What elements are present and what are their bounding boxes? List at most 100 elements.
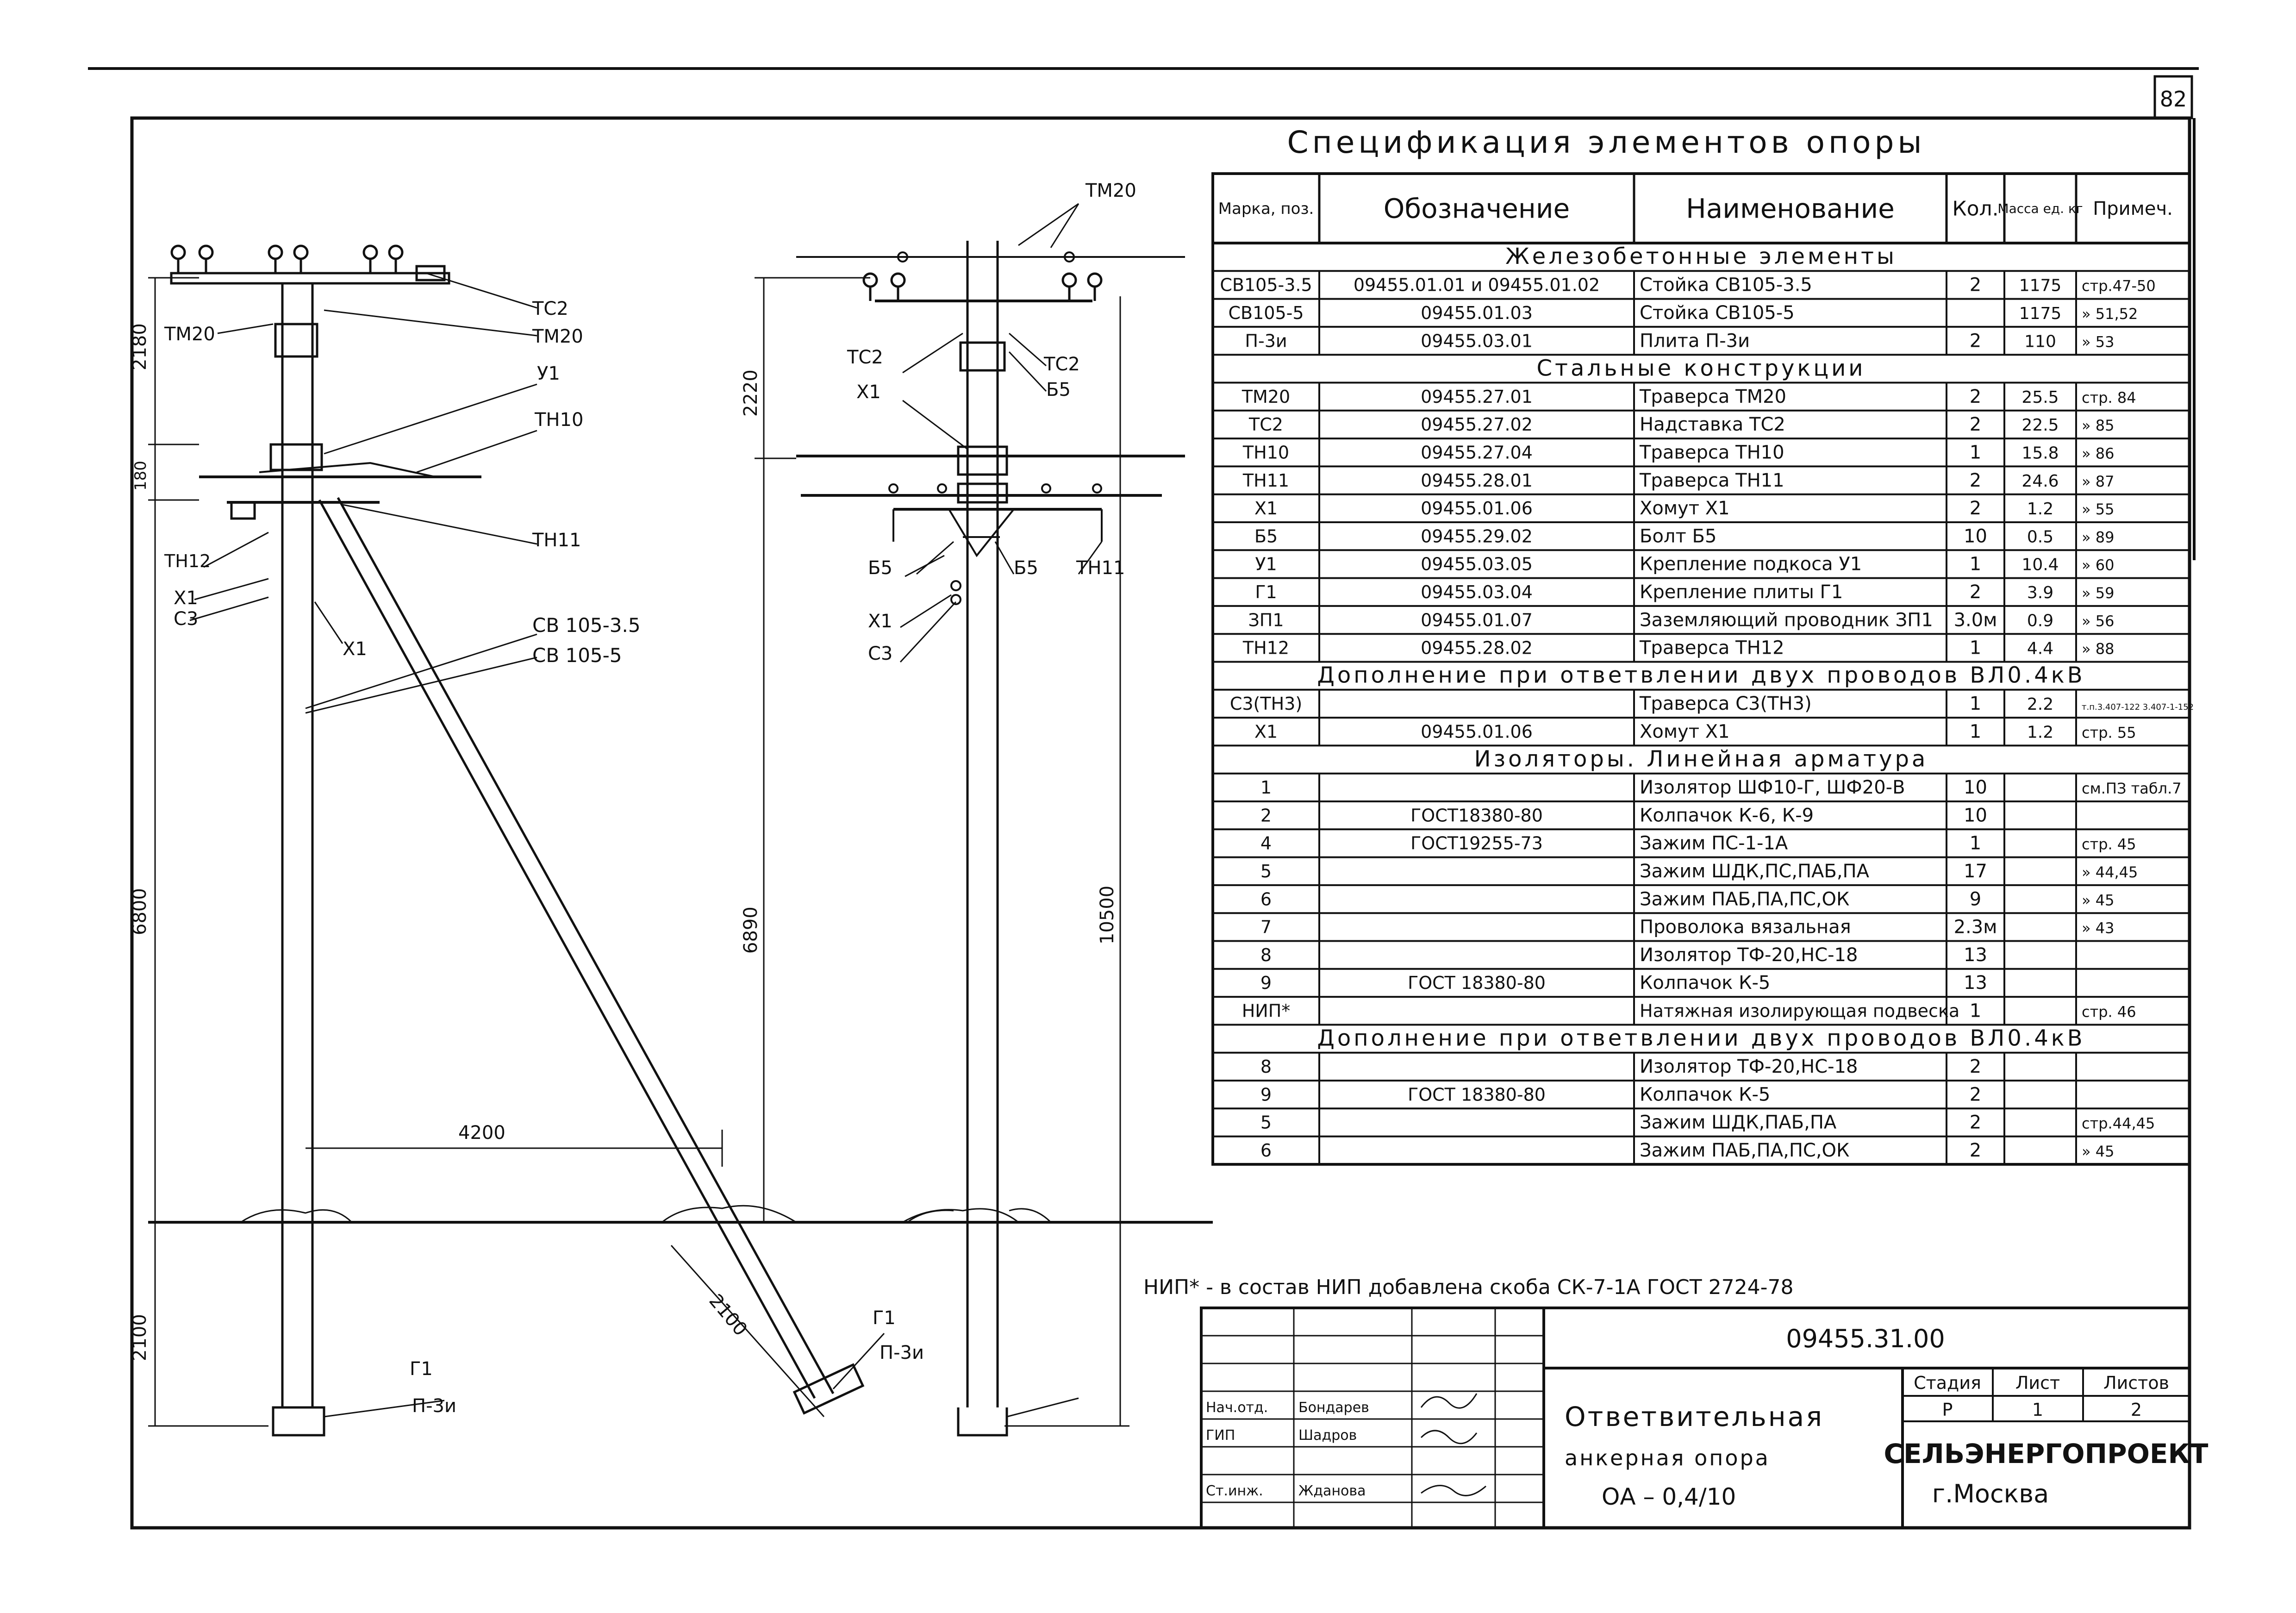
spec-header: Масса ед. кг — [1997, 201, 2083, 216]
spec-cell: 10 — [1964, 777, 1987, 798]
spec-cell: 3.9 — [2027, 583, 2053, 602]
spec-cell: » 44,45 — [2082, 863, 2138, 881]
label-tm20: ТМ20 — [164, 324, 215, 345]
spec-cell: Зажим ШДК,ПС,ПАБ,ПА — [1640, 861, 1870, 882]
spec-cell: ГОСТ 18380-80 — [1408, 973, 1546, 993]
spec-cell: ТН12 — [1242, 638, 1289, 658]
spec-cell: 09455.03.05 — [1421, 554, 1533, 575]
spec-cell: 4 — [1260, 833, 1272, 854]
organization: СЕЛЬЭНЕРГОПРОЕКТ — [1884, 1438, 2208, 1469]
spec-cell: 2 — [1970, 581, 1981, 603]
label-p3i: П-3и — [880, 1342, 924, 1363]
spec-cell: 2 — [1970, 498, 1981, 519]
dim-2100: 2100 — [129, 1314, 150, 1361]
spec-cell: 13 — [1964, 944, 1987, 966]
spec-cell: Надставка ТС2 — [1640, 414, 1785, 435]
page-number: 82 — [2160, 87, 2187, 112]
spec-cell: 6 — [1260, 889, 1272, 909]
spec-cell: 1 — [1260, 777, 1272, 798]
spec-cell: 2 — [1970, 1056, 1981, 1077]
spec-cell: 8 — [1260, 1057, 1272, 1077]
spec-cell: У1 — [1255, 554, 1277, 575]
doc-code: 09455.31.00 — [1786, 1324, 1945, 1353]
spec-cell: 1175 — [2019, 304, 2062, 323]
spec-cell: 10 — [1964, 525, 1987, 547]
spec-cell: 2 — [1970, 386, 1981, 407]
spec-cell: Б5 — [1254, 526, 1278, 546]
page-number-box — [2153, 75, 2193, 119]
spec-cell: 1 — [1970, 638, 1981, 659]
spec-section-heading: Железобетонные элементы — [1505, 244, 1897, 269]
spec-cell: ТМ20 — [1242, 387, 1290, 407]
person-name: Шадров — [1298, 1427, 1357, 1444]
spec-cell: Траверса ТН10 — [1639, 442, 1784, 463]
ground-mound — [240, 1209, 353, 1223]
spec-cell: 10.4 — [2021, 556, 2059, 575]
spec-cell: 0.9 — [2027, 611, 2053, 630]
dim-2180: 2180 — [129, 323, 150, 370]
signatures — [1420, 1393, 1486, 1496]
dim-2220: 2220 — [740, 369, 761, 417]
spec-cell: Траверса С3(ТН3) — [1639, 693, 1812, 714]
spec-cell: » 87 — [2082, 473, 2114, 490]
spec-cell: » 45 — [2082, 891, 2114, 909]
spec-cell: Колпачок К-5 — [1640, 972, 1770, 994]
label-u1: У1 — [537, 363, 560, 384]
spec-cell: 17 — [1964, 861, 1987, 882]
spec-cell: ТС2 — [1248, 414, 1283, 435]
label-ts2: ТС2 — [1043, 354, 1080, 375]
spec-cell: Колпачок К-6, К-9 — [1640, 805, 1814, 826]
spec-cell: 2 — [1970, 470, 1981, 491]
label-tn11: ТН11 — [532, 530, 581, 551]
spec-cell: » 59 — [2082, 584, 2114, 602]
label-x1: Х1 — [343, 638, 367, 660]
sheet-header: Лист — [2015, 1373, 2060, 1393]
spec-cell: Г1 — [1255, 582, 1277, 602]
person-role: Ст.инж. — [1206, 1483, 1263, 1499]
sheet-frame — [130, 116, 2191, 1530]
spec-cell: 2.3м — [1954, 917, 1997, 938]
spec-cell: Х1 — [1254, 722, 1278, 742]
spec-cell: 2 — [1970, 1084, 1981, 1105]
spec-cell: стр. 46 — [2082, 1003, 2136, 1021]
spec-cell: 09455.01.03 — [1421, 303, 1533, 323]
spec-cell: Зажим ПАБ,ПА,ПС,ОК — [1640, 888, 1849, 910]
stage-header: Стадия — [1914, 1373, 1981, 1393]
sheet-value: 1 — [2032, 1400, 2043, 1420]
spec-cell: 22.5 — [2021, 416, 2059, 435]
spec-cell: 7 — [1260, 917, 1272, 938]
spec-cell: 5 — [1260, 1113, 1272, 1133]
spec-cell: Натяжная изолирующая подвеска — [1640, 1001, 1959, 1021]
spec-cell: ГОСТ 18380-80 — [1408, 1084, 1546, 1105]
spec-cell: стр. 55 — [2082, 724, 2136, 742]
spec-cell: 9 — [1970, 888, 1981, 910]
spec-header: Марка, поз. — [1218, 200, 1314, 218]
label-ts2: ТС2 — [532, 298, 568, 319]
spec-header: Примеч. — [2093, 198, 2173, 219]
spec-cell: 09455.27.04 — [1421, 443, 1533, 463]
label-sv105-5: СВ 105-5 — [532, 644, 622, 667]
spec-cell: 1175 — [2019, 276, 2062, 295]
spec-cell: П-3и — [1245, 331, 1287, 351]
spec-cell: 2 — [1260, 805, 1272, 825]
spec-cell: ТН11 — [1242, 470, 1289, 491]
spec-cell: » 45 — [2082, 1143, 2114, 1160]
spec-cell: стр. 84 — [2082, 389, 2136, 406]
spec-cell: Стойка СВ105-5 — [1640, 302, 1795, 324]
spec-cell: 1 — [1970, 721, 1981, 743]
spec-cell: 2.2 — [2027, 695, 2053, 714]
strut-plate — [792, 1363, 865, 1415]
label-x1: Х1 — [868, 611, 892, 632]
dim-2100: 2100 — [705, 1290, 751, 1340]
spec-cell: » 43 — [2082, 919, 2114, 937]
spec-cell: 1 — [1970, 554, 1981, 575]
spec-cell: 1 — [1970, 693, 1981, 714]
spec-cell: 09455.01.06 — [1421, 498, 1533, 519]
spec-cell: ГОСТ19255-73 — [1410, 833, 1543, 854]
spec-cell: 1 — [1970, 833, 1981, 854]
spec-cell: 09455.03.04 — [1421, 582, 1533, 602]
spec-cell: 5 — [1260, 861, 1272, 882]
side-view-drawing: ТМ20 ТС2 ТМ20 У1 ТН10 ТН11 ТН12 Х1 С3 Х1… — [129, 244, 1213, 1437]
spec-cell: Болт Б5 — [1640, 525, 1716, 547]
label-g1: Г1 — [873, 1307, 896, 1329]
